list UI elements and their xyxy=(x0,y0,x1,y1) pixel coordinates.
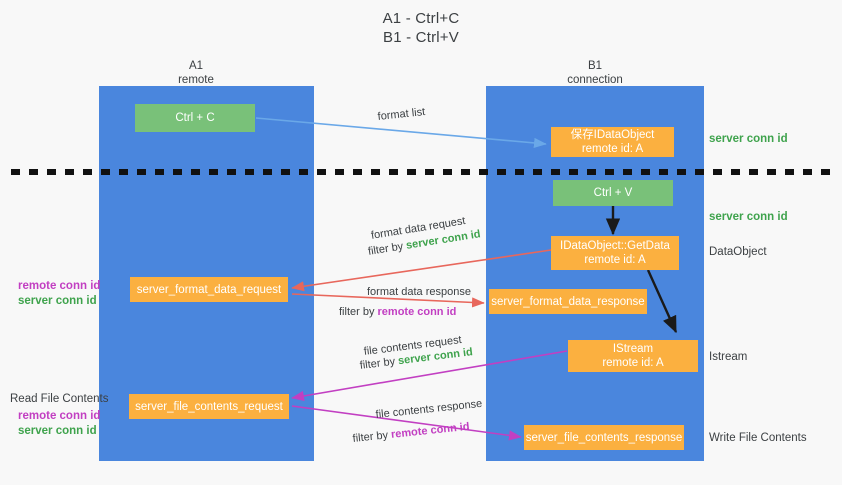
annotation-write-file-contents: Write File Contents xyxy=(709,432,807,444)
node-save-idataobject[interactable]: 保存IDataObject remote id: A xyxy=(551,127,674,157)
filter-prefix: filter by xyxy=(359,355,399,372)
annotation-read-file-contents: Read File Contents xyxy=(10,393,109,405)
node-getdata[interactable]: IDataObject::GetData remote id: A xyxy=(551,236,679,270)
annotation-server-conn-id-lower: server conn id xyxy=(18,425,97,437)
annotation-server-conn-id-second: server conn id xyxy=(709,211,788,223)
annotation-dataobject: DataObject xyxy=(709,246,767,258)
node-save-idataobject-remote-id: remote id: A xyxy=(581,143,644,155)
node-server-format-data-request-label: server_format_data_request xyxy=(136,283,282,296)
node-ctrl-c[interactable]: Ctrl + C xyxy=(135,104,255,132)
node-istream-remote-id: remote id: A xyxy=(602,357,664,369)
filter-key-remote-conn-id: remote conn id xyxy=(390,420,471,441)
edge-label-format-data-response: format data response xyxy=(367,286,471,298)
annotation-istream: Istream xyxy=(709,351,748,363)
column-header-a1-name: A1 xyxy=(188,60,204,72)
filter-key-remote-conn-id: remote conn id xyxy=(377,306,457,318)
node-istream-label: IStream xyxy=(612,343,654,355)
node-server-file-contents-request[interactable]: server_file_contents_request xyxy=(129,394,289,419)
diagram-title-line1: A1 - Ctrl+C xyxy=(382,10,460,27)
node-ctrl-v-label: Ctrl + V xyxy=(593,187,633,199)
column-header-a1-sub: remote xyxy=(178,74,214,86)
diagram-title-line2: B1 - Ctrl+V xyxy=(383,29,459,46)
node-server-file-contents-response[interactable]: server_file_contents_response xyxy=(524,425,684,450)
column-header-b1-sub: connection xyxy=(567,74,623,86)
node-server-format-data-request[interactable]: server_format_data_request xyxy=(130,277,288,302)
annotation-remote-conn-id-lower: remote conn id xyxy=(18,410,101,422)
node-save-idataobject-label: 保存IDataObject xyxy=(570,129,655,141)
filter-prefix: filter by xyxy=(352,428,392,445)
node-getdata-remote-id: remote id: A xyxy=(584,254,646,266)
edge-label-file-contents-response-filter: filter by remote conn id xyxy=(352,420,470,447)
node-server-format-data-response-label: server_format_data_response xyxy=(491,295,645,308)
edge-label-format-list: format list xyxy=(377,106,426,123)
annotation-server-conn-id-top: server conn id xyxy=(709,133,788,145)
column-header-b1: B1 connection xyxy=(535,59,655,87)
node-ctrl-v[interactable]: Ctrl + V xyxy=(553,180,673,206)
filter-prefix: filter by xyxy=(339,306,378,318)
node-istream[interactable]: IStream remote id: A xyxy=(568,340,698,372)
edge-label-format-data-response-filter: filter by remote conn id xyxy=(339,305,456,320)
annotation-server-conn-id-upper: server conn id xyxy=(18,295,97,307)
column-header-b1-name: B1 xyxy=(587,60,603,72)
annotation-remote-conn-id-upper: remote conn id xyxy=(18,280,101,292)
node-server-format-data-response[interactable]: server_format_data_response xyxy=(489,289,647,314)
node-server-file-contents-request-label: server_file_contents_request xyxy=(135,400,283,413)
node-server-file-contents-response-label: server_file_contents_response xyxy=(525,431,683,444)
node-getdata-label: IDataObject::GetData xyxy=(560,240,670,252)
column-header-a1: A1 remote xyxy=(136,59,256,87)
node-ctrl-c-label: Ctrl + C xyxy=(175,112,215,124)
